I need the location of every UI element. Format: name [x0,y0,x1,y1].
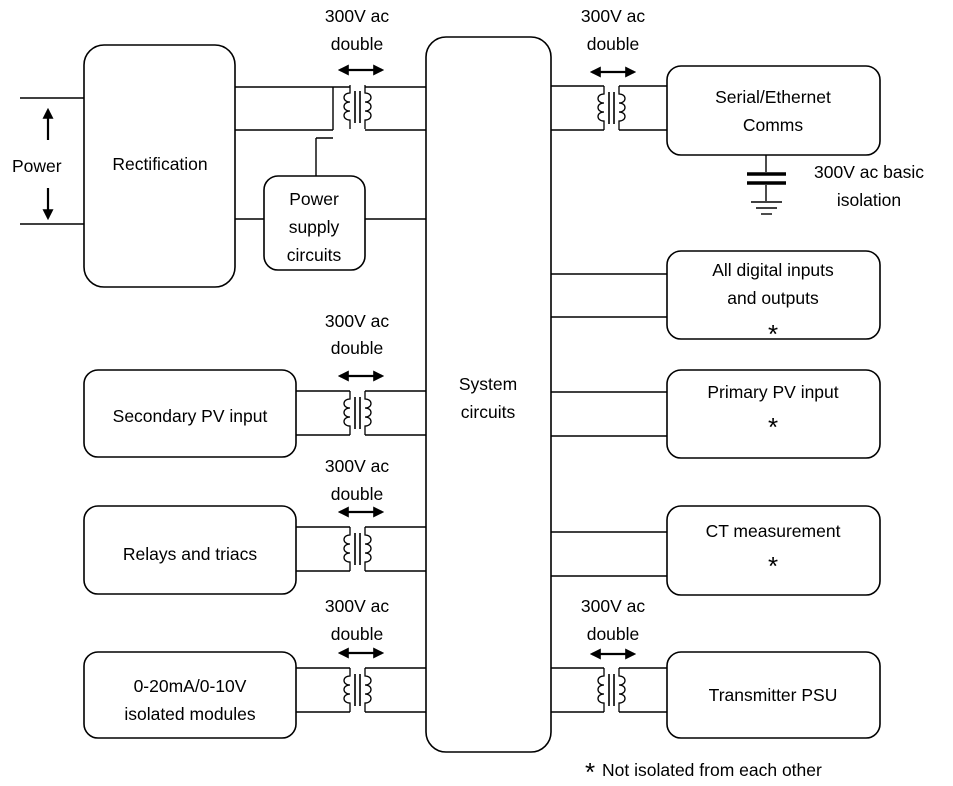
rectification-label: Rectification [112,154,207,174]
power-supply-line-2: supply [289,217,340,237]
double-isolation-analog: 300V ac double [296,596,426,713]
psu-label: Transmitter PSU [709,685,838,705]
svg-text:300V ac: 300V ac [325,456,389,476]
analog-label-line-2: isolated modules [124,704,256,724]
comms-label-line-1: Serial/Ethernet [715,87,831,107]
svg-text:double: double [587,624,640,644]
footnote: * Not isolated from each other [585,757,822,786]
svg-text:300V ac: 300V ac [325,6,389,26]
rectification-block: Rectification [83,44,236,288]
system-circuits-block: System circuits [425,36,552,753]
transformer-icon [597,85,626,131]
basic-isolation-ground: 300V ac basic isolation [747,155,924,215]
svg-text:300V ac: 300V ac [325,596,389,616]
comms-label-line-2: Comms [743,115,804,135]
svg-text:300V ac: 300V ac [325,311,389,331]
double-isolation-psu: 300V ac double [551,596,667,713]
double-isolation-comms: 300V ac double [551,6,667,131]
double-isolation-top-left: 300V ac double [325,6,426,131]
secondary-pv-label: Secondary PV input [113,406,268,426]
svg-text:double: double [331,484,384,504]
power-label: Power [12,156,62,176]
power-supply-line-1: Power [289,189,339,209]
not-isolated-star: * [768,412,778,442]
transformer-icon [343,526,372,572]
transformer-icon [343,84,372,130]
system-label-line-1: System [459,374,517,394]
relays-label: Relays and triacs [123,544,257,564]
ground-icon [751,201,782,215]
basic-isolation-line-1: 300V ac basic [814,162,924,182]
analog-label-line-1: 0-20mA/0-10V [134,676,247,696]
power-supply-block: Power supply circuits [263,175,366,271]
svg-text:double: double [587,34,640,54]
ct-label: CT measurement [706,521,841,541]
footnote-text: Not isolated from each other [602,760,822,780]
comms-block: Serial/Ethernet Comms [666,65,881,156]
transformer-icon [343,390,372,436]
analog-modules-block: 0-20mA/0-10V isolated modules [83,651,297,739]
footnote-star: * [585,757,595,786]
svg-text:double: double [331,34,384,54]
ct-measurement-block: CT measurement * [666,505,881,596]
power-supply-line-3: circuits [287,245,342,265]
secondary-pv-block: Secondary PV input [83,369,297,458]
transmitter-psu-block: Transmitter PSU [666,651,881,739]
digital-io-line-2: and outputs [727,288,819,308]
system-label-line-2: circuits [461,402,516,422]
svg-text:double: double [331,624,384,644]
digital-io-line-1: All digital inputs [712,260,834,280]
primary-pv-block: Primary PV input * [666,369,881,459]
svg-text:double: double [331,338,384,358]
transformer-icon [597,667,626,713]
not-isolated-star: * [768,551,778,581]
primary-pv-label: Primary PV input [707,382,838,402]
transformer-icon [343,667,372,713]
relays-block: Relays and triacs [83,505,297,595]
basic-isolation-line-2: isolation [837,190,901,210]
digital-io-block: All digital inputs and outputs * [666,250,881,349]
svg-text:300V ac: 300V ac [581,596,645,616]
power-input: Power [12,97,84,225]
svg-text:300V ac: 300V ac [581,6,645,26]
double-isolation-relays: 300V ac double [296,456,426,572]
double-isolation-secondary-pv: 300V ac double [296,311,426,436]
not-isolated-star: * [768,319,778,349]
